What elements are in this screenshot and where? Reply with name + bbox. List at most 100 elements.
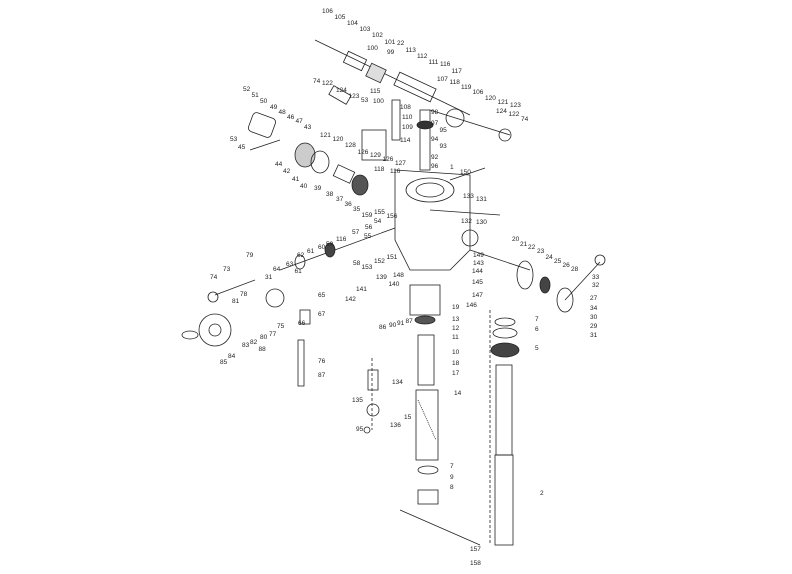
part-number-label: 136 bbox=[390, 422, 401, 429]
part-number-label: 109 bbox=[402, 124, 413, 131]
part-number-label: 119 bbox=[461, 84, 472, 91]
part-number-label: 97 bbox=[431, 120, 439, 127]
part-number-label: 133 bbox=[463, 193, 474, 200]
part-number-label: 96 bbox=[431, 163, 439, 170]
part-number-label: 121 bbox=[320, 132, 331, 139]
part-number-label: 41 bbox=[292, 176, 300, 183]
part-number-label: 116 bbox=[336, 236, 347, 243]
part-number-label: 143 bbox=[473, 260, 484, 267]
part-number-label: 86 bbox=[379, 324, 387, 331]
part-number-label: 66 bbox=[298, 320, 306, 327]
head-casting bbox=[394, 167, 501, 271]
part-number-label: 31 bbox=[590, 332, 598, 339]
part-number-label: 157 bbox=[470, 546, 481, 553]
part-number-label: 131 bbox=[476, 196, 487, 203]
part-number-label: 60 bbox=[318, 244, 326, 251]
part-number-label: 8 bbox=[450, 484, 454, 491]
part-number-label: 122 bbox=[508, 111, 520, 118]
part-number-label: 39 bbox=[314, 185, 322, 192]
part-number-label: 158 bbox=[470, 560, 481, 567]
part-number-label: 134 bbox=[392, 379, 403, 386]
part-number-label: 53 bbox=[361, 97, 369, 104]
part-number-label: 101 bbox=[384, 39, 396, 46]
part-number-label: 64 bbox=[273, 266, 281, 273]
part-number-label: 15 bbox=[404, 414, 412, 421]
part-number-label: 94 bbox=[431, 136, 439, 143]
part-number-label: 117 bbox=[451, 68, 462, 75]
part-number-label: 37 bbox=[336, 196, 344, 203]
part-number-label: 61 bbox=[307, 248, 315, 255]
part-number-label: 82 bbox=[250, 339, 258, 346]
part-number-label: 149 bbox=[473, 252, 484, 259]
part-number-label: 151 bbox=[386, 254, 398, 261]
part-number-label: 21 bbox=[520, 241, 528, 248]
part-number-label: 122 bbox=[322, 80, 333, 87]
part-number-label: 61 bbox=[294, 268, 302, 275]
part-number-label: 126 bbox=[382, 156, 394, 163]
part-number-label: 153 bbox=[361, 264, 373, 271]
handwheel bbox=[181, 279, 311, 387]
part-number-label: 123 bbox=[348, 93, 360, 100]
part-number-label: 47 bbox=[295, 118, 303, 125]
part-number-label: 77 bbox=[269, 331, 277, 338]
part-number-label: 30 bbox=[590, 314, 598, 321]
part-number-label: 120 bbox=[485, 95, 496, 102]
part-number-label: 92 bbox=[431, 154, 439, 161]
spindle bbox=[489, 310, 520, 546]
part-number-label: 146 bbox=[466, 302, 477, 309]
part-number-label: 104 bbox=[347, 20, 358, 27]
part-number-label: 142 bbox=[345, 296, 356, 303]
part-number-label: 118 bbox=[449, 79, 460, 86]
part-number-label: 80 bbox=[260, 334, 268, 341]
part-number-label: 127 bbox=[395, 160, 406, 167]
part-number-label: 103 bbox=[359, 26, 371, 33]
part-number-label: 42 bbox=[283, 168, 291, 175]
part-number-label: 139 bbox=[376, 274, 387, 281]
part-number-label: 20 bbox=[512, 236, 520, 243]
part-number-label: 126 bbox=[357, 149, 369, 156]
part-number-label: 11 bbox=[452, 334, 459, 341]
part-number-label: 148 bbox=[393, 272, 404, 279]
part-number-label: 150 bbox=[460, 169, 471, 176]
part-number-label: 90 bbox=[389, 322, 397, 329]
part-number-label: 33 bbox=[592, 274, 600, 281]
part-number-label: 87 bbox=[318, 372, 326, 379]
part-number-label: 1 bbox=[450, 164, 454, 171]
part-number-label: 27 bbox=[590, 295, 598, 302]
part-number-label: 128 bbox=[345, 142, 356, 149]
part-number-label: 17 bbox=[452, 370, 460, 377]
part-number-label: 59 bbox=[326, 241, 334, 248]
part-number-label: 95 bbox=[356, 426, 364, 433]
part-number-label: 54 bbox=[374, 218, 382, 225]
part-number-label: 141 bbox=[356, 286, 367, 293]
part-number-label: 106 bbox=[472, 89, 484, 96]
part-number-label: 55 bbox=[364, 233, 372, 240]
part-number-label: 26 bbox=[562, 262, 570, 269]
part-number-label: 107 bbox=[437, 76, 448, 83]
part-number-label: 100 bbox=[373, 98, 384, 105]
part-number-label: 51 bbox=[251, 92, 259, 99]
part-number-label: 118 bbox=[374, 166, 385, 173]
part-number-label: 29 bbox=[590, 323, 598, 330]
part-number-label: 79 bbox=[246, 252, 254, 259]
part-number-label: 38 bbox=[326, 191, 334, 198]
part-number-label: 147 bbox=[472, 292, 483, 299]
part-number-label: 155 bbox=[374, 209, 385, 216]
part-number-label: 106 bbox=[322, 8, 333, 15]
part-number-label: 93 bbox=[439, 143, 447, 150]
part-number-label: 13 bbox=[452, 316, 460, 323]
part-number-label: 50 bbox=[260, 98, 268, 105]
part-number-label: 121 bbox=[497, 99, 509, 106]
part-number-label: 62 bbox=[297, 252, 305, 259]
right-pinion-assembly bbox=[469, 249, 606, 313]
part-number-label: 31 bbox=[265, 274, 273, 281]
part-number-label: 85 bbox=[220, 359, 228, 366]
part-number-label: 99 bbox=[387, 49, 395, 56]
part-number-label: 9 bbox=[450, 474, 454, 481]
part-number-label: 45 bbox=[238, 144, 246, 151]
part-number-label: 129 bbox=[370, 152, 381, 159]
part-number-label: 83 bbox=[242, 342, 250, 349]
part-number-label: 2 bbox=[540, 490, 544, 497]
